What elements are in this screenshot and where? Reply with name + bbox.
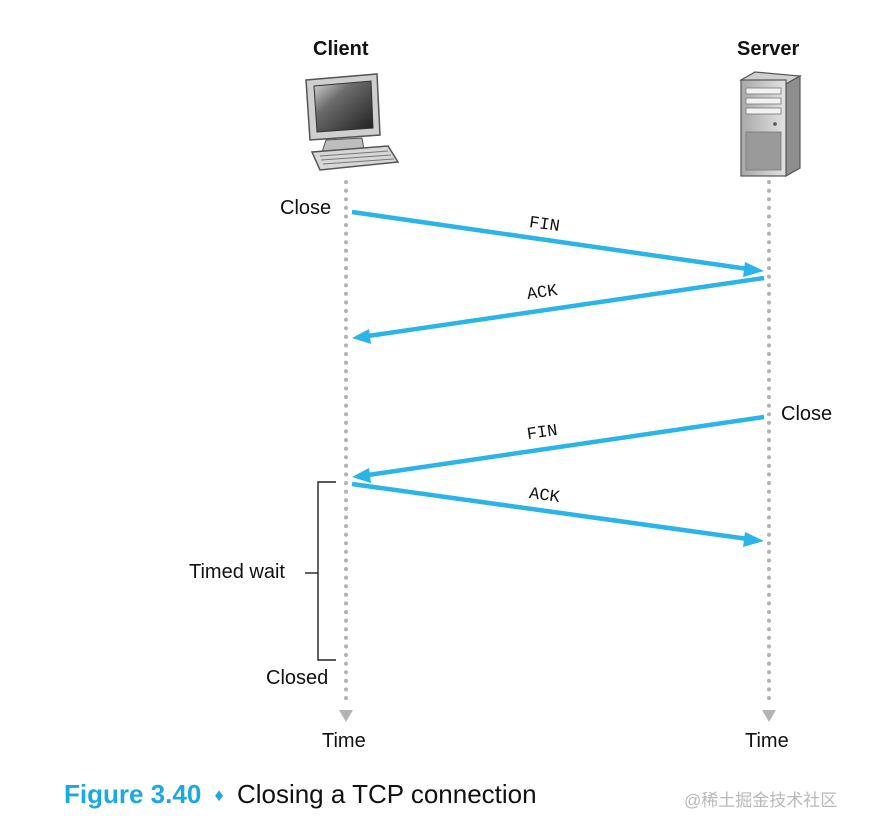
timed-wait-label: Timed wait — [189, 561, 285, 583]
message-arrow-fin-2 — [352, 414, 765, 483]
message-arrow-fin-1 — [351, 209, 764, 277]
client-header: Client — [313, 38, 369, 60]
closed-label: Closed — [266, 667, 329, 689]
message-label-fin-1: FIN — [527, 213, 561, 238]
figure-caption: Figure 3.40 ♦ Closing a TCP connection — [64, 779, 537, 810]
server-timeline-arrowhead — [762, 710, 776, 722]
figure-title: Closing a TCP connection — [236, 779, 537, 809]
timed-wait-bracket — [317, 481, 336, 661]
caption-separator: ♦ — [214, 785, 224, 805]
desktop-computer-icon — [305, 73, 400, 171]
message-arrow-ack-2 — [351, 481, 764, 547]
server-tower-icon — [739, 71, 802, 178]
message-label-ack-2: ACK — [527, 484, 561, 509]
client-time-label: Time — [322, 730, 366, 752]
server-time-label: Time — [745, 730, 789, 752]
client-close-label: Close — [280, 197, 332, 219]
message-arrow-ack-1 — [352, 275, 765, 344]
server-header: Server — [737, 38, 800, 60]
server-close-label: Close — [781, 403, 833, 425]
client-timeline-arrowhead — [339, 710, 353, 722]
figure-number: Figure 3.40 — [64, 779, 202, 809]
watermark: @稀土掘金技术社区 — [684, 791, 838, 810]
